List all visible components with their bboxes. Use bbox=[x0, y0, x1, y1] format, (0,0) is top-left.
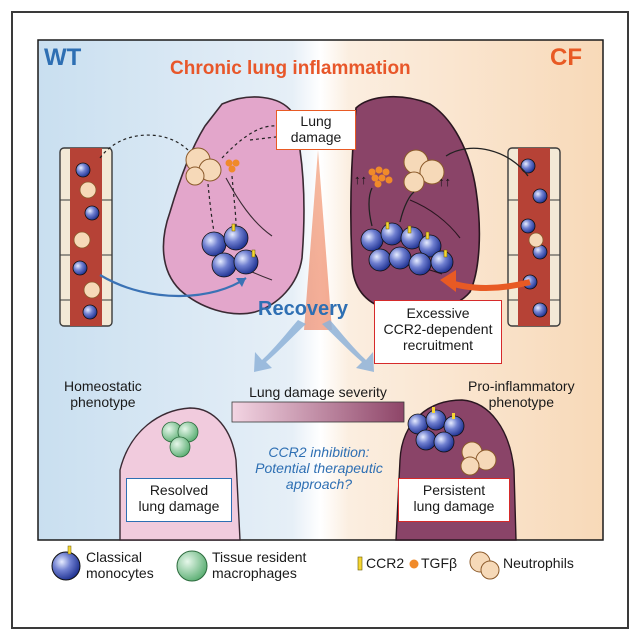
legend-neutrophils: Neutrophils bbox=[503, 555, 574, 571]
recruitment-line-2: CCR2-dependent bbox=[383, 321, 493, 338]
legend-monocyte-icon bbox=[51, 551, 81, 581]
homeostatic-phenotype: Homeostatic phenotype bbox=[64, 378, 142, 410]
legend-macrophages-line-2: macrophages bbox=[212, 565, 297, 582]
svg-text:↑↑: ↑↑ bbox=[354, 172, 367, 187]
legend-tgfb-icon bbox=[409, 559, 419, 569]
cf-label: CF bbox=[550, 44, 582, 71]
homeostatic-line-1: Homeostatic bbox=[64, 378, 142, 394]
legend-monocytes: Classical monocytes bbox=[86, 549, 154, 581]
resolved-macrophages bbox=[161, 421, 199, 458]
persistent-line-2: lung damage bbox=[413, 498, 495, 515]
recovery-arrows bbox=[254, 320, 374, 372]
legend-monocytes-line-2: monocytes bbox=[86, 565, 154, 582]
diagram-title: Chronic lung inflammation bbox=[170, 58, 411, 79]
legend-macrophage-icon bbox=[176, 550, 208, 582]
resolved-line-2: lung damage bbox=[138, 498, 220, 515]
wt-monocyte-cluster bbox=[201, 223, 259, 278]
wt-vessel-neutrophils bbox=[73, 181, 101, 299]
persistent-damage-box: Persistent lung damage bbox=[398, 478, 510, 522]
persistent-monocytes bbox=[407, 407, 465, 453]
recruitment-box: Excessive CCR2-dependent recruitment bbox=[374, 300, 502, 364]
resolved-line-1: Resolved bbox=[149, 482, 209, 498]
wt-neutrophil-cluster bbox=[185, 147, 222, 186]
recovery-label: Recovery bbox=[258, 298, 349, 320]
legend-monocytes-line-1: Classical bbox=[86, 549, 143, 565]
recruitment-line-1: Excessive bbox=[406, 305, 470, 321]
legend-neutrophil-icon bbox=[469, 551, 500, 580]
ccr2-note-line-2: Potential therapeutic bbox=[255, 460, 383, 477]
svg-text:↑↑: ↑↑ bbox=[438, 174, 451, 189]
severity-gradient-bar bbox=[231, 401, 405, 423]
ccr2-note-line-3: approach? bbox=[285, 476, 353, 493]
persistent-neutrophils bbox=[460, 441, 497, 476]
resolved-damage-box: Resolved lung damage bbox=[126, 478, 232, 522]
cf-vessel-neutrophils bbox=[528, 232, 544, 248]
ccr2-inhibition-note: CCR2 inhibition: Potential therapeutic a… bbox=[226, 444, 412, 492]
wt-tgfb-cluster bbox=[225, 159, 240, 173]
legend-macrophages: Tissue resident macrophages bbox=[212, 549, 306, 581]
wt-recruitment-arrow bbox=[99, 274, 247, 298]
legend-icons bbox=[51, 545, 500, 582]
proinflammatory-line-1: Pro-inflammatory bbox=[468, 378, 575, 394]
recruitment-line-3: recruitment bbox=[402, 337, 474, 354]
lung-damage-line-2: damage bbox=[290, 129, 342, 146]
wt-label: WT bbox=[44, 44, 82, 71]
cf-monocyte-cluster bbox=[360, 221, 454, 276]
ccr2-note-line-1: CCR2 inhibition: bbox=[268, 444, 370, 460]
severity-label: Lung damage severity bbox=[249, 384, 387, 400]
wt-vessel-monocytes bbox=[72, 162, 100, 320]
cf-neutrophil-cluster bbox=[403, 149, 445, 193]
cf-upregulation-arrows: ↑↑ ↑↑ bbox=[354, 172, 451, 189]
legend-tgfb: TGFβ bbox=[421, 555, 458, 571]
lung-damage-line-1: Lung bbox=[300, 113, 332, 129]
legend-macrophages-line-1: Tissue resident bbox=[212, 549, 307, 565]
legend-ccr2: CCR2 bbox=[366, 555, 405, 571]
proinflammatory-line-2: phenotype bbox=[488, 394, 554, 411]
inflammation-beam bbox=[304, 150, 332, 330]
persistent-line-1: Persistent bbox=[422, 482, 486, 498]
homeostatic-line-2: phenotype bbox=[70, 394, 136, 411]
lung-damage-box: Lung damage bbox=[276, 110, 356, 150]
proinflammatory-phenotype: Pro-inflammatory phenotype bbox=[468, 378, 575, 410]
legend-ccr2-icon bbox=[357, 556, 363, 571]
cf-tgfb-cluster bbox=[368, 166, 393, 188]
